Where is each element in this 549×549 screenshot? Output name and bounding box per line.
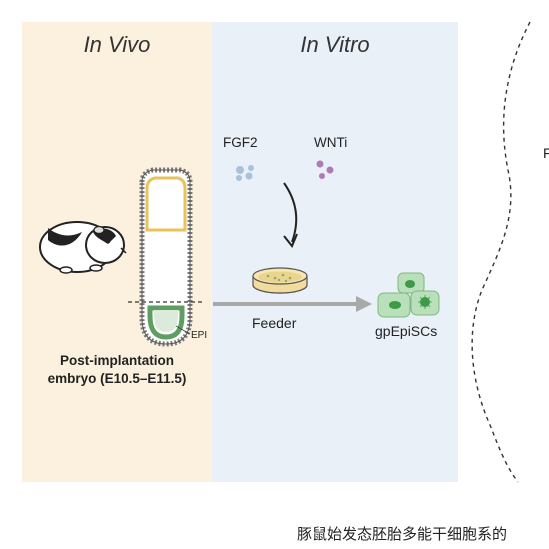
in-vivo-heading: In Vivo xyxy=(83,32,151,57)
petri-dish-icon xyxy=(252,267,308,294)
feeder-label: Feeder xyxy=(252,315,297,331)
fgf2-dots xyxy=(236,165,254,181)
embryo-caption-line1: Post-implantation xyxy=(60,353,174,368)
dashed-boundary xyxy=(471,21,531,483)
gpepiscs-label: gpEpiSCs xyxy=(375,323,438,339)
curved-arrow xyxy=(283,182,298,248)
embryo-caption: Post-implantation embryo (E10.5–E11.5) xyxy=(30,352,204,388)
guinea-pig-icon xyxy=(39,221,127,274)
fgf2-label: FGF2 xyxy=(223,135,258,150)
truncated-letter: F xyxy=(543,145,549,161)
epi-label: EPI xyxy=(191,330,208,341)
process-arrow xyxy=(213,296,372,312)
in-vitro-heading: In Vitro xyxy=(300,32,370,57)
in-vitro-panel xyxy=(212,22,458,482)
gpepiscs-cells-icon xyxy=(377,272,440,318)
footer-caption: 豚鼠始发态胚胎多能干细胞系的 xyxy=(297,525,508,543)
wnti-dots xyxy=(316,160,334,179)
wnti-label: WNTi xyxy=(314,135,348,150)
embryo-illustration xyxy=(128,167,205,347)
embryo-caption-line2: embryo (E10.5–E11.5) xyxy=(47,371,187,386)
